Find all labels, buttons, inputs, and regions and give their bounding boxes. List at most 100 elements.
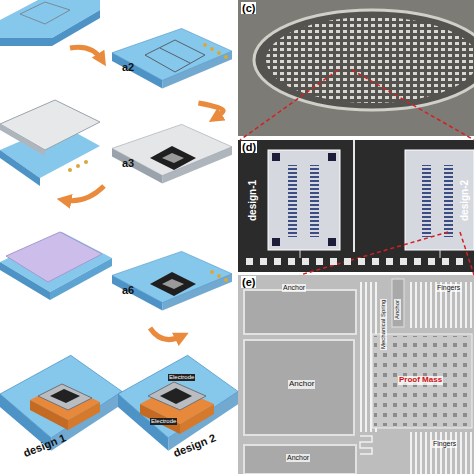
plate-side [112, 53, 162, 89]
zoom-leaders [460, 232, 474, 275]
plate-side [112, 148, 162, 183]
cropped-plate-a4 [0, 124, 100, 178]
part-label: Fingers [436, 284, 461, 292]
sem-image [360, 436, 372, 454]
chip-photo [238, 140, 474, 272]
cropped-plate-a5 [6, 232, 102, 282]
chip-photo [405, 150, 474, 250]
cropped-plate-a1 [20, 2, 70, 24]
bond-pad [428, 258, 435, 265]
plate-details [224, 55, 228, 59]
bond-pad [302, 258, 309, 265]
part-label: Electrode [168, 374, 195, 381]
cropped-plate-a4 [0, 100, 100, 150]
bond-pad [274, 258, 281, 265]
bond-pad [456, 258, 463, 265]
chip-photo [268, 150, 340, 250]
part-label: design-2 [459, 179, 470, 222]
cropped-plate-a5 [0, 232, 112, 292]
bond-pads [246, 258, 463, 265]
bond-pad [442, 258, 449, 265]
cropped-plate-a5 [50, 258, 112, 300]
part-label: Anchor [288, 380, 315, 389]
cropped-plate-a4 [0, 150, 40, 186]
process-arrow [198, 103, 223, 118]
bond-pad [400, 258, 407, 265]
chip-photo [272, 153, 280, 161]
design-stacks [140, 386, 214, 424]
sem-image [372, 334, 472, 428]
chip-photo [288, 165, 297, 237]
plate-top [118, 355, 238, 438]
bond-pad [330, 258, 337, 265]
chip-photo [422, 165, 431, 237]
part-label: Mechanical Spring [380, 299, 387, 350]
part-label: design-1 [247, 179, 258, 222]
plate-details [210, 270, 214, 274]
wafer-photo [266, 17, 474, 103]
plate-details [203, 43, 207, 47]
bond-pad [246, 258, 253, 265]
bond-pad [358, 258, 365, 265]
bond-pad [386, 258, 393, 265]
plate-details [150, 272, 196, 296]
bond-pad [288, 258, 295, 265]
bond-pad [344, 258, 351, 265]
design-stacks [180, 404, 214, 434]
wafer-photo [254, 10, 474, 110]
step-label: a2 [122, 62, 134, 73]
plate-details [224, 278, 228, 282]
cropped-plate-a4 [0, 100, 100, 186]
plate-details [162, 279, 184, 289]
process-arrows [150, 328, 182, 340]
chip-photo [328, 238, 336, 246]
cropped-plate-a1 [0, 0, 100, 38]
plate-top [0, 355, 122, 438]
part-label: Electrode [150, 418, 177, 425]
cropped-plate-a5 [0, 232, 112, 300]
cropped-plate-a4 [0, 124, 45, 156]
part-label: Fingers [432, 440, 457, 448]
panel-letter: (d) [241, 141, 257, 153]
plate-details [217, 51, 221, 55]
plate-side [162, 274, 232, 311]
chip-photo [300, 250, 301, 258]
cropped-plate-a4 [84, 160, 88, 164]
part-label: Anchor [394, 299, 401, 320]
plate-top [112, 251, 232, 302]
zoom-leaders [240, 70, 338, 140]
plate-top [112, 28, 232, 80]
chip-photo [440, 250, 441, 258]
plate-details [160, 48, 190, 63]
plate-side [162, 51, 232, 88]
cropped-plate-a1 [0, 10, 100, 46]
chip-photo [238, 140, 474, 272]
sem-image [408, 432, 474, 474]
step-label: a6 [122, 285, 134, 296]
sem-image [244, 445, 356, 474]
process-step-plate: design 2 [118, 345, 238, 474]
bond-pad [260, 258, 267, 265]
design-stacks [160, 388, 192, 404]
panel-letter: (e) [241, 276, 256, 288]
design-stacks [140, 404, 180, 434]
sem-image [238, 275, 474, 474]
zoom-leaders [240, 70, 474, 275]
cropped-plate-a4 [76, 164, 80, 168]
design-stacks [30, 400, 68, 430]
plate-details [145, 40, 205, 72]
part-label: Anchor [282, 284, 306, 292]
process-step-plate: a3 [112, 118, 232, 198]
design-stacks [30, 382, 214, 434]
design-stacks [148, 382, 206, 410]
sem-image [374, 336, 470, 426]
plate-details [210, 47, 214, 51]
step-label: a3 [122, 158, 134, 169]
wafer-plate [0, 345, 122, 474]
zoom-leaders [352, 70, 474, 140]
part-label: Anchor [286, 454, 310, 462]
chip-photo [353, 140, 355, 252]
process-arrows [70, 47, 102, 60]
